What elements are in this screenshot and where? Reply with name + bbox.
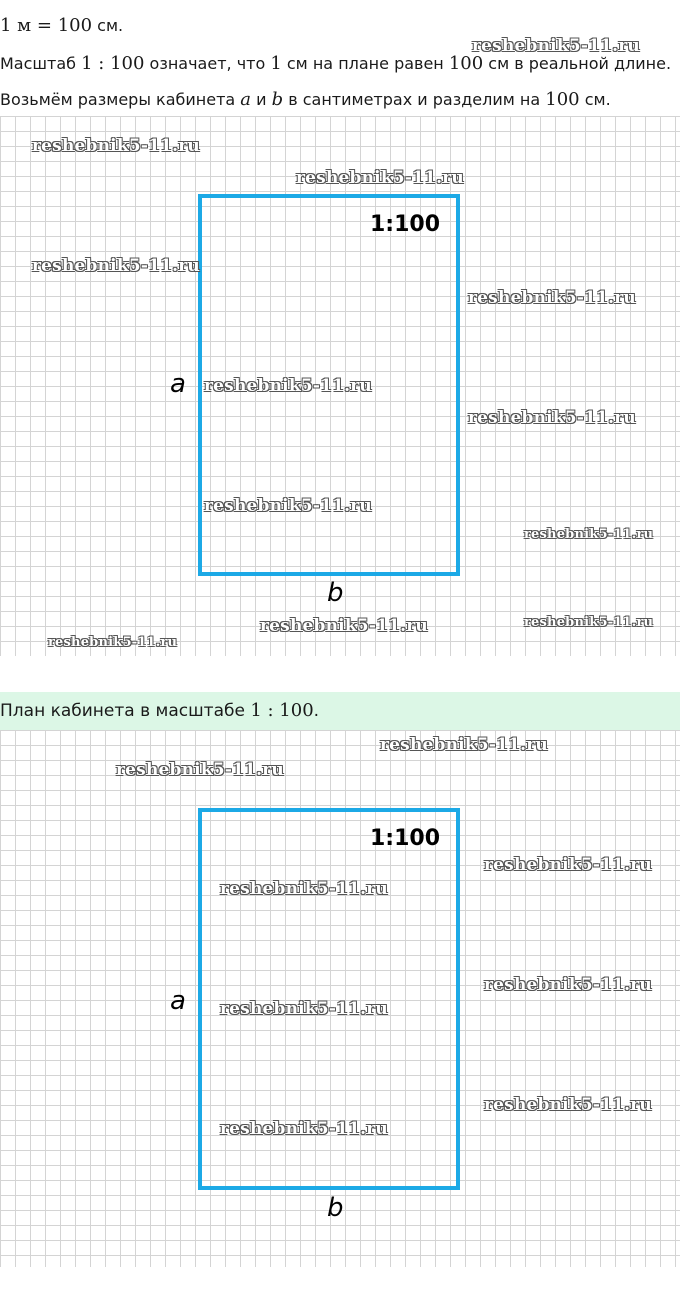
- watermark: reshebnik5-11.ru: [524, 527, 654, 542]
- watermark: reshebnik5-11.ru: [296, 168, 464, 188]
- text-line-2: Масштаб 1 : 100 означает, что 1 см на пл…: [0, 52, 671, 76]
- watermark: reshebnik5-11.ru: [380, 735, 548, 755]
- math-scale: 1 : 100: [250, 700, 314, 721]
- text-fragment: .: [313, 701, 320, 721]
- text-line-3: Возьмём размеры кабинета a и b в сантиме…: [0, 88, 611, 112]
- watermark: reshebnik5-11.ru: [484, 1095, 652, 1115]
- plan-caption: План кабинета в масштабе 1 : 100.: [0, 692, 680, 730]
- text-fragment: см.: [579, 90, 611, 109]
- watermark: reshebnik5-11.ru: [484, 855, 652, 875]
- classroom-plan-rectangle: [198, 808, 460, 1190]
- classroom-plan-rectangle: [198, 194, 460, 576]
- math-number: 100: [448, 53, 484, 74]
- grid-figure-1: 1:100 a b reshebnik5-11.ru reshebnik5-11…: [0, 116, 680, 656]
- watermark: reshebnik5-11.ru: [48, 635, 178, 650]
- text-fragment: см.: [92, 16, 124, 35]
- math-variable-a: a: [240, 89, 252, 110]
- side-a-label: a: [170, 369, 186, 399]
- watermark: reshebnik5-11.ru: [220, 1119, 388, 1139]
- text-fragment: и: [251, 90, 272, 109]
- watermark: reshebnik5-11.ru: [468, 408, 636, 428]
- math-number: 100: [545, 89, 580, 110]
- text-fragment: означает, что: [144, 54, 271, 73]
- side-a-label: a: [170, 986, 186, 1016]
- math-number: 1: [270, 53, 282, 74]
- text-line-1: 1 м = 100 см.: [0, 14, 123, 38]
- side-b-label: b: [327, 578, 344, 608]
- watermark: reshebnik5-11.ru: [32, 256, 200, 276]
- grid-figure-2: 1:100 a b reshebnik5-11.ru reshebnik5-11…: [0, 730, 680, 1267]
- math-variable-b: b: [271, 89, 284, 110]
- text-fragment: в сантиметрах и разделим на: [283, 90, 546, 109]
- watermark: reshebnik5-11.ru: [484, 975, 652, 995]
- math-scale: 1 : 100: [81, 53, 145, 74]
- watermark: reshebnik5-11.ru: [220, 999, 388, 1019]
- scale-label: 1:100: [370, 212, 441, 237]
- scale-label: 1:100: [370, 826, 441, 851]
- watermark: reshebnik5-11.ru: [220, 879, 388, 899]
- watermark: reshebnik5-11.ru: [204, 376, 372, 396]
- watermark: reshebnik5-11.ru: [524, 615, 654, 630]
- watermark: reshebnik5-11.ru: [32, 136, 200, 156]
- text-fragment: Возьмём размеры кабинета: [0, 90, 241, 109]
- text-fragment: Масштаб: [0, 54, 82, 73]
- watermark: reshebnik5-11.ru: [472, 36, 640, 56]
- watermark: reshebnik5-11.ru: [116, 760, 284, 780]
- text-fragment: см на плане равен: [281, 54, 449, 73]
- watermark: reshebnik5-11.ru: [468, 288, 636, 308]
- side-b-label: b: [327, 1193, 344, 1223]
- math-expression: 1 м = 100: [0, 15, 93, 36]
- text-fragment: см в реальной длине.: [483, 54, 672, 73]
- watermark: reshebnik5-11.ru: [260, 616, 428, 636]
- watermark: reshebnik5-11.ru: [204, 496, 372, 516]
- text-fragment: План кабинета в масштабе: [0, 701, 251, 721]
